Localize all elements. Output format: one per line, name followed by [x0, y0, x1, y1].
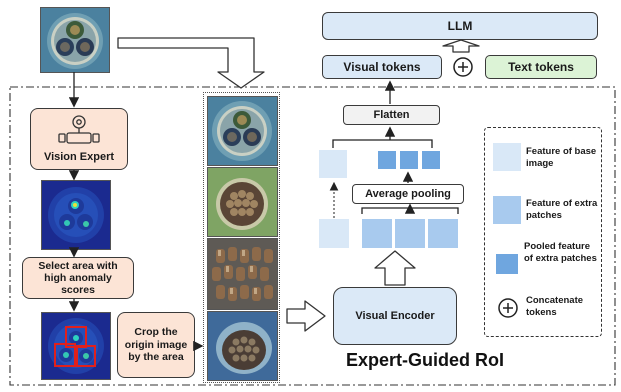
select-area-box: Select area with high anomaly scores — [22, 257, 134, 299]
legend-swatch-extra — [493, 196, 521, 224]
visual-tokens-box: Visual tokens — [322, 55, 442, 79]
base-feature-token-top — [319, 150, 347, 178]
average-pooling-box: Average pooling — [352, 184, 464, 204]
legend-circle-plus-icon — [498, 298, 518, 318]
pooled-token-3 — [422, 151, 440, 169]
hollow-arrow-up-encoder — [374, 250, 416, 286]
hollow-arrow-to-encoder — [286, 300, 326, 332]
base-crop-image — [207, 96, 278, 166]
extra-feature-token-2 — [395, 219, 425, 248]
pooled-token-2 — [400, 151, 418, 169]
extra-feature-token-1 — [362, 219, 392, 248]
crops-column — [203, 92, 280, 383]
hollow-arrow-to-crops — [117, 37, 265, 89]
extra-feature-token-3 — [428, 219, 458, 248]
legend-swatch-base — [493, 143, 521, 171]
extra-patch-3 — [207, 311, 278, 381]
crop-label: Crop the origin image by the area — [124, 326, 188, 364]
hollow-arrow-up-llm — [442, 39, 480, 53]
legend-label-extra: Feature of extra patches — [526, 198, 598, 221]
legend-label-pooled: Pooled feature of extra patches — [524, 241, 597, 264]
legend-swatch-pooled — [496, 254, 518, 274]
legend-label-concat: Concatenate tokens — [526, 295, 584, 318]
llm-box: LLM — [322, 12, 598, 40]
legend — [484, 127, 602, 337]
flatten-box: Flatten — [343, 105, 440, 125]
average-pooling-label: Average pooling — [365, 188, 451, 200]
vision-expert-box: Vision Expert — [30, 108, 128, 170]
input-image — [40, 7, 110, 73]
robot-icon — [58, 115, 100, 144]
pipeline-frame — [9, 86, 616, 386]
extra-patch-1 — [207, 167, 278, 237]
visual-encoder-box: Visual Encoder — [333, 287, 457, 345]
pooled-token-1 — [378, 151, 396, 169]
extra-patch-2 — [207, 238, 278, 310]
select-area-label: Select area with high anomaly scores — [38, 260, 118, 296]
text-tokens-label: Text tokens — [508, 60, 574, 74]
llm-label: LLM — [447, 19, 473, 33]
diagram-title: Expert-Guided RoI — [346, 350, 505, 370]
crop-box: Crop the origin image by the area — [117, 312, 195, 378]
visual-tokens-label: Visual tokens — [343, 60, 421, 74]
visual-encoder-label: Visual Encoder — [355, 310, 435, 322]
base-feature-token — [319, 219, 349, 248]
legend-label-base: Feature of base image — [526, 146, 597, 169]
text-tokens-box: Text tokens — [485, 55, 597, 79]
vision-expert-label: Vision Expert — [43, 151, 115, 163]
circle-plus-icon — [453, 57, 473, 77]
flatten-label: Flatten — [373, 109, 410, 121]
anomaly-map-image — [41, 180, 111, 250]
cropped-area-image — [41, 312, 111, 380]
